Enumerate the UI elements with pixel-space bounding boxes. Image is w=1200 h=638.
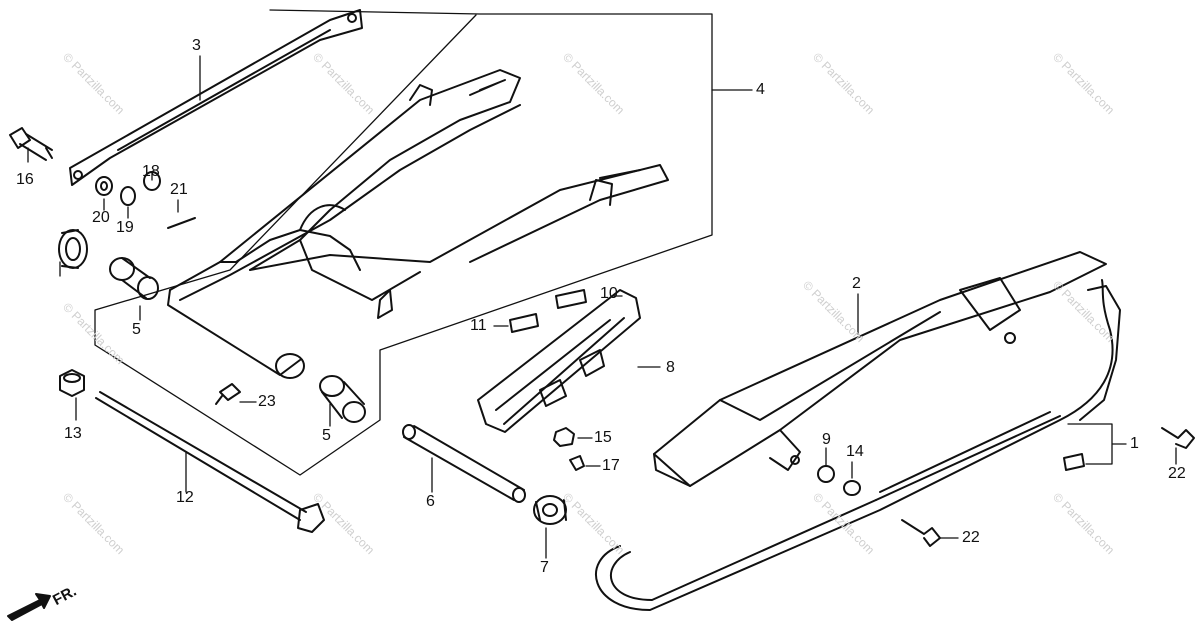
- dust-seal-part: [58, 229, 88, 269]
- bolt-22-parts: [901, 427, 1195, 547]
- callout-22b: 22: [962, 529, 980, 546]
- swingarm-part: [167, 69, 669, 379]
- callout-13: 13: [64, 425, 82, 442]
- callout-4: 4: [756, 81, 765, 98]
- pivot-bolt-12-part: [95, 391, 325, 533]
- chain-joint-part: [1063, 453, 1085, 471]
- callout-15: 15: [594, 429, 612, 446]
- callout-23: 23: [258, 393, 276, 410]
- callout-21: 21: [170, 181, 188, 198]
- callout-3: 3: [192, 37, 201, 54]
- leader-lines: [27, 9, 1177, 559]
- callout-14: 14: [846, 443, 864, 460]
- callout-1: 1: [1130, 435, 1139, 452]
- callout-19: 19: [116, 219, 134, 236]
- torque-link-part: [69, 9, 363, 186]
- callout-8: 8: [666, 359, 675, 376]
- fastener-15-17: [553, 427, 585, 471]
- callout-12: 12: [176, 489, 194, 506]
- collar-6-part: [402, 424, 526, 503]
- callout-18: 18: [142, 163, 160, 180]
- callout-10: 10: [600, 285, 618, 302]
- callout-5b: 5: [322, 427, 331, 444]
- fastener-9-14: [817, 465, 861, 496]
- callout-16: 16: [16, 171, 34, 188]
- bolt-16-part: [9, 127, 53, 161]
- bushing-5b-part: [319, 375, 366, 423]
- callout-2: 2: [852, 275, 861, 292]
- nut-13-part: [59, 369, 85, 397]
- bushing-5-part: [109, 257, 159, 300]
- chain-slider-part: [477, 289, 641, 433]
- drive-chain-part: [595, 279, 1121, 611]
- callout-9: 9: [822, 431, 831, 448]
- pad-parts: [509, 289, 587, 333]
- callout-7: 7: [540, 559, 549, 576]
- callout-17: 17: [602, 457, 620, 474]
- chain-case-part: [653, 251, 1107, 487]
- callout-11: 11: [470, 317, 487, 334]
- callout-22: 22: [1168, 465, 1186, 482]
- callout-5: 5: [132, 321, 141, 338]
- callout-20: 20: [92, 209, 110, 226]
- bushing-7-part: [533, 495, 567, 525]
- grease-fitting-part: [215, 383, 241, 405]
- callout-6: 6: [426, 493, 435, 510]
- front-arrow-icon: [7, 593, 51, 621]
